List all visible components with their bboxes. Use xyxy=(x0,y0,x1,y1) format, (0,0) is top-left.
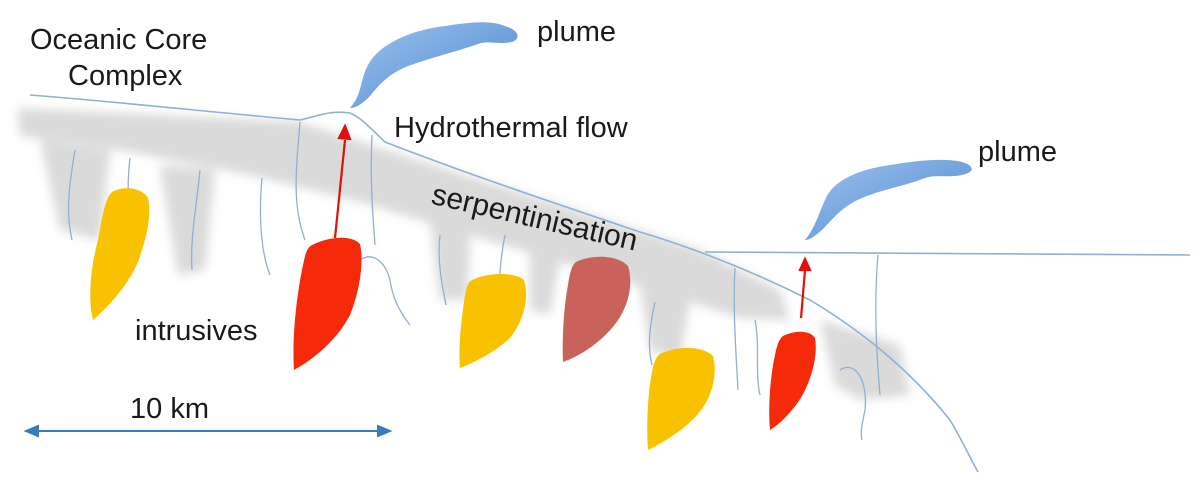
scale-bar xyxy=(23,424,393,438)
intrusive-yellow-1 xyxy=(90,188,150,320)
intrusives-label: intrusives xyxy=(135,315,258,347)
oceanic-core-complex-label-line2: Complex xyxy=(68,60,183,92)
intrusive-yellow-2 xyxy=(459,274,527,368)
intrusive-yellow-3 xyxy=(647,347,715,450)
oceanic-core-complex-label-line1: Oceanic Core xyxy=(30,24,208,56)
intrusive-red-2 xyxy=(769,331,816,430)
intrusive-red-1 xyxy=(293,237,362,370)
plume-label-left: plume xyxy=(537,16,616,48)
plume-label-right: plume xyxy=(978,136,1057,168)
scale-label: 10 km xyxy=(130,393,209,425)
plume-right xyxy=(805,159,972,240)
flow-arrows xyxy=(333,123,812,319)
seafloor-profile xyxy=(29,94,1191,473)
intrusive-brown xyxy=(562,256,631,362)
plume-left xyxy=(350,22,518,108)
hydrothermal-flow-label: Hydrothermal flow xyxy=(394,112,628,144)
